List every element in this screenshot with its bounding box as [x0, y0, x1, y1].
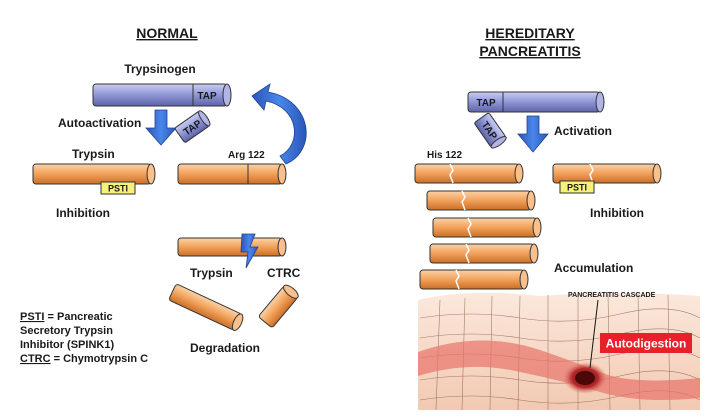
accumulated-trypsin-4	[429, 243, 539, 264]
hereditary-trypsinogen-cylinder: TAP	[467, 91, 605, 113]
arg122-label: Arg 122	[228, 150, 265, 161]
abbreviation-key: PSTI = Pancreatic Secretory Trypsin Inhi…	[20, 311, 148, 365]
accumulated-trypsin-1	[414, 163, 524, 184]
autodigestion-label: Autodigestion	[606, 337, 687, 351]
key-psti-line1: = Pancreatic	[44, 311, 112, 323]
accumulated-trypsin-2	[426, 190, 536, 211]
ctrc-label: CTRC	[267, 266, 301, 280]
autoactivation-label: Autoactivation	[58, 116, 141, 130]
normal-heading: NORMAL	[136, 25, 198, 41]
accumulation-label: Accumulation	[554, 261, 633, 275]
hereditary-inhibition-label: Inhibition	[590, 206, 644, 220]
trypsin-cylinder-inhibited: PSTI	[32, 163, 156, 195]
degradation-label: Degradation	[190, 341, 260, 355]
trypsinogen-tap-label: TAP	[197, 91, 217, 102]
accumulated-trypsin-3	[432, 217, 542, 238]
degradation-fragment-right	[258, 284, 299, 328]
pancreatitis-cascade-label: PANCREATITIS CASCADE	[568, 292, 656, 299]
normal-inhibition-label: Inhibition	[56, 206, 110, 220]
hereditary-heading-line2: PANCREATITIS	[479, 43, 580, 59]
degradation-fragment-left	[169, 284, 244, 332]
accumulated-trypsin-5	[419, 269, 529, 290]
trypsin-stack	[414, 163, 542, 290]
key-psti-line2: Secretory Trypsin	[20, 325, 113, 337]
degraded-trypsin-label: Trypsin	[190, 266, 233, 280]
trypsinogen-cylinder: TAP	[92, 83, 232, 107]
autodigestion-badge: Autodigestion	[600, 333, 692, 353]
hereditary-psti-tag: PSTI	[567, 183, 587, 193]
his122-label: His 122	[427, 150, 462, 161]
released-tap-fragment: TAP	[174, 110, 211, 143]
activation-label: Activation	[554, 124, 612, 138]
trypsinogen-label: Trypsinogen	[124, 62, 195, 76]
trypsin-label: Trypsin	[72, 147, 115, 161]
hereditary-tap-fragment: TAP	[474, 112, 507, 149]
hereditary-trypsin-inhibited: PSTI	[552, 163, 662, 194]
trypsin-cylinder-ctrc	[177, 237, 287, 257]
key-ctrc-def: = Chymotrypsin C	[51, 353, 149, 365]
activation-arrow	[517, 115, 549, 153]
svg-text:CTRC = Chymotrypsin C: CTRC = Chymotrypsin C	[20, 353, 148, 365]
hereditary-tap-label: TAP	[476, 98, 496, 109]
ctrc-cleavage-bolt-icon	[240, 233, 259, 269]
hereditary-heading-line1: HEREDITARY	[485, 25, 575, 41]
key-psti-abbr: PSTI	[20, 311, 44, 323]
svg-text:PSTI = Pancreatic: PSTI = Pancreatic	[20, 311, 113, 323]
key-ctrc-abbr: CTRC	[20, 353, 51, 365]
trypsin-cylinder-arg122	[177, 163, 287, 185]
key-psti-line3: Inhibitor (SPINK1)	[20, 339, 114, 351]
pancreatic-tissue-illustration	[418, 292, 701, 411]
normal-psti-tag: PSTI	[108, 184, 128, 194]
autoactivation-feedback-arrow	[251, 83, 307, 165]
autoactivation-arrow	[145, 109, 177, 146]
